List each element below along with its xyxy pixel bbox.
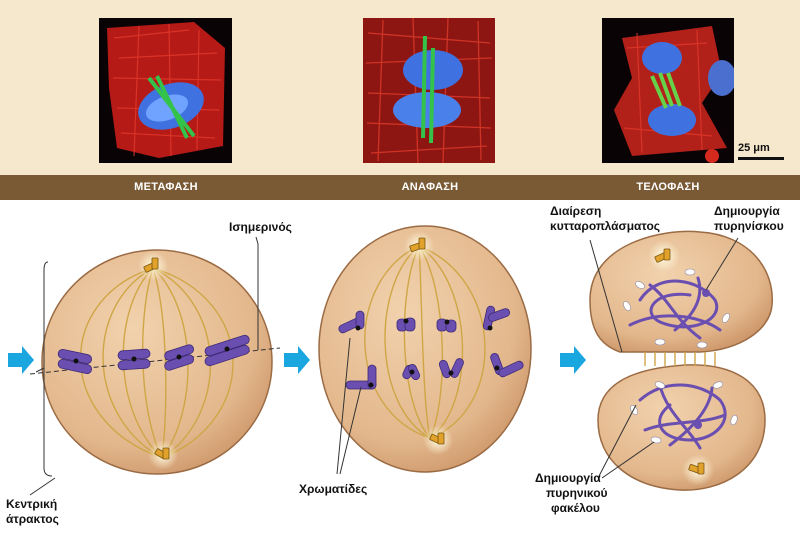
label-envelope-line2: πυρηνικού [546,486,608,501]
micrograph-anaphase [363,18,495,163]
stage-label-telophase: ΤΕΛΟΦΑΣΗ [568,181,768,193]
label-cytokinesis-line2: κυτταροπλάσματος [550,219,660,234]
label-spindle-line1: Κεντρική [6,497,57,512]
label-cytokinesis-line1: Διαίρεση [550,204,601,219]
arrow-icon [284,346,310,374]
mitosis-diagram [0,200,800,538]
arrow-icon [8,346,34,374]
label-envelope-line3: φακέλου [551,501,600,516]
label-chromatids: Χρωματίδες [299,482,367,497]
micrograph-telophase [602,18,734,163]
arrow-icon [560,346,586,374]
metaphase-cell [30,237,280,495]
label-nucleolus-line1: Δημιουργία [714,204,780,219]
anaphase-cell [319,226,531,474]
scale-bar [738,157,784,160]
scale-bar-label: 25 μm [738,142,770,154]
label-equator: Ισημερινός [229,220,292,235]
telophase-cells [590,231,772,490]
label-nucleolus-line2: πυρηνίσκου [714,219,784,234]
label-spindle-line2: άτρακτος [6,512,59,527]
micrograph-metaphase [99,18,232,163]
stage-label-anaphase: ΑΝΑΦΑΣΗ [330,181,530,193]
label-envelope-line1: Δημιουργία [535,471,601,486]
stage-label-metaphase: ΜΕΤΑΦΑΣΗ [66,181,266,193]
